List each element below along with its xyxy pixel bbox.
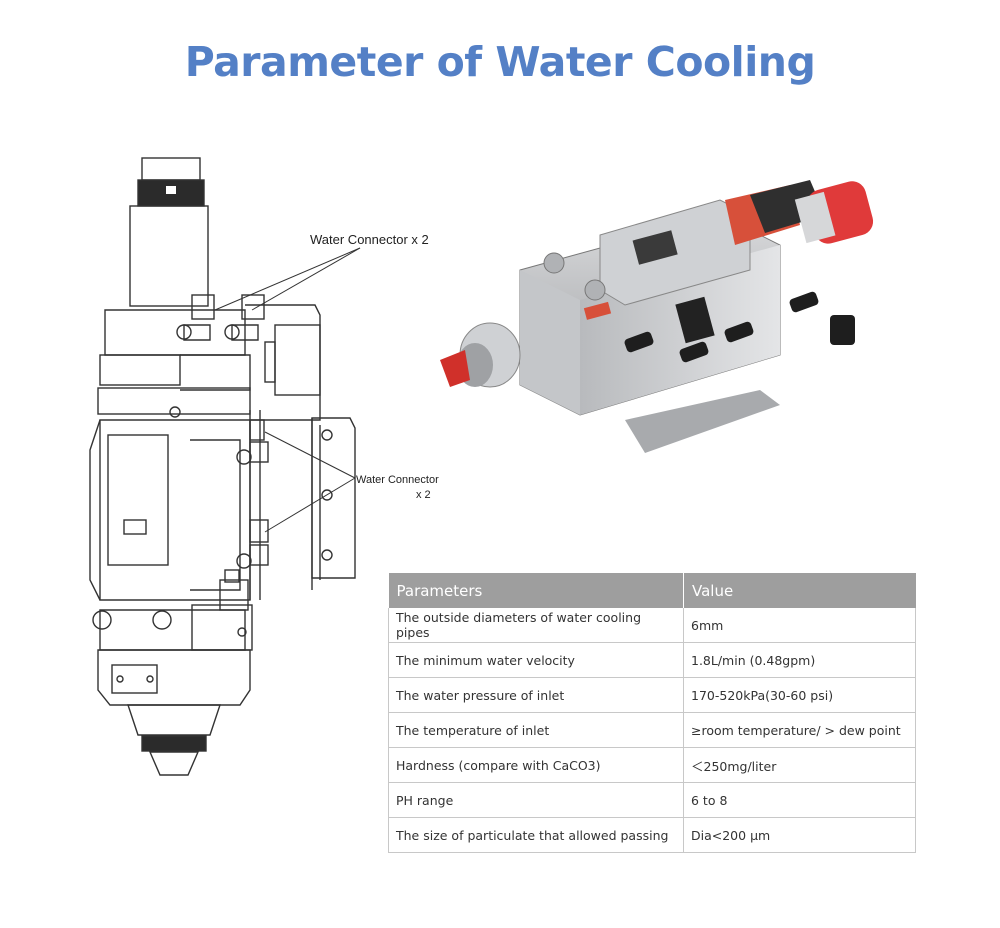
water-connector-callout-side-line2: x 2: [416, 489, 431, 501]
water-connector-callout-side: Water Connector x 2: [356, 473, 439, 503]
table-cell-parameter: The temperature of inlet: [388, 712, 684, 748]
table-cell-value: 170-520kPa(30-60 psi): [683, 677, 916, 713]
table-cell-value: Dia<200 μm: [683, 817, 916, 853]
table-header-parameters: Parameters: [388, 573, 684, 608]
table-header-value: Value: [683, 573, 916, 608]
cutting-head-product-photo: [440, 180, 874, 453]
water-connector-callout-top: Water Connector x 2: [310, 232, 429, 247]
table-row: The outside diameters of water cooling p…: [388, 608, 916, 643]
table-row: PH range 6 to 8: [388, 782, 916, 818]
table-cell-parameter: The water pressure of inlet: [388, 677, 684, 713]
water-cooling-parameters-table: Parameters Value The outside diameters o…: [388, 573, 916, 853]
cutting-head-line-drawing: [89, 157, 361, 776]
table-row: The minimum water velocity 1.8L/min (0.4…: [388, 642, 916, 678]
table-cell-parameter: The outside diameters of water cooling p…: [388, 608, 684, 643]
table-cell-value: 1.8L/min (0.48gpm): [683, 642, 916, 678]
water-connector-callout-side-line1: Water Connector: [356, 474, 439, 486]
table-cell-parameter: Hardness (compare with CaCO3): [388, 747, 684, 783]
table-cell-value: ＜250mg/liter: [683, 747, 916, 783]
table-cell-value: ≥room temperature/ > dew point: [683, 712, 916, 748]
page-title: Parameter of Water Cooling: [184, 38, 816, 86]
table-cell-parameter: The size of particulate that allowed pas…: [388, 817, 684, 853]
table-row: The temperature of inlet ≥room temperatu…: [388, 712, 916, 748]
table-cell-parameter: PH range: [388, 782, 684, 818]
table-cell-value: 6 to 8: [683, 782, 916, 818]
table-header-row: Parameters Value: [388, 573, 916, 608]
table-row: The size of particulate that allowed pas…: [388, 817, 916, 853]
table-cell-value: 6mm: [683, 608, 916, 643]
table-row: Hardness (compare with CaCO3) ＜250mg/lit…: [388, 747, 916, 783]
table-row: The water pressure of inlet 170-520kPa(3…: [388, 677, 916, 713]
table-cell-parameter: The minimum water velocity: [388, 642, 684, 678]
